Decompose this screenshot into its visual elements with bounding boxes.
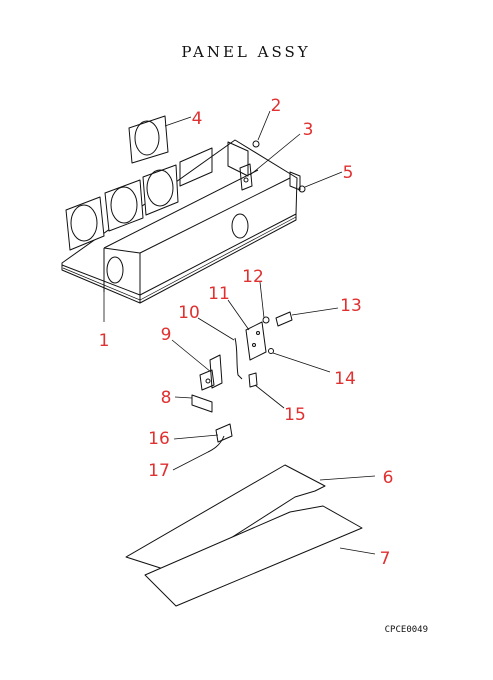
callout-numbers: 1 2 3 4 5 6 7 8 9 10 11 12 13 14 15 16 1… [99, 96, 394, 569]
panel-box-openings [65, 164, 179, 251]
diagram-title: PANEL ASSY [181, 43, 310, 61]
callout-6: 6 [383, 468, 394, 488]
mounting-plate-part [245, 321, 267, 361]
insulation-sheet-lower [144, 505, 363, 607]
screw-part [252, 140, 260, 148]
clamp-assembly-part [199, 354, 223, 391]
callout-12: 12 [242, 267, 264, 287]
cable-part [207, 435, 225, 453]
callout-16: 16 [148, 429, 170, 449]
nut-part [298, 185, 306, 193]
panel-box-part [61, 139, 301, 304]
callout-11: 11 [208, 284, 230, 304]
screw-small-part [248, 372, 258, 388]
drawing-code: CPCE0049 [385, 625, 428, 635]
callout-1: 1 [99, 331, 110, 351]
callout-14: 14 [334, 369, 356, 389]
callout-9: 9 [161, 325, 172, 345]
callout-8: 8 [161, 388, 172, 408]
leader-lines [103, 110, 376, 555]
sensor-part [275, 311, 293, 327]
callout-17: 17 [148, 461, 170, 481]
callout-4: 4 [192, 109, 203, 129]
bolt-part [262, 316, 270, 324]
callout-13: 13 [340, 296, 362, 316]
small-bracket-part [191, 394, 213, 413]
callout-3: 3 [303, 120, 314, 140]
callout-15: 15 [284, 405, 306, 425]
callout-5: 5 [343, 163, 354, 183]
callout-7: 7 [380, 549, 391, 569]
bracket-part [239, 163, 253, 191]
terminal-part [215, 423, 233, 443]
panel-plate-part [128, 115, 169, 164]
callout-2: 2 [271, 96, 282, 116]
callout-10: 10 [178, 303, 200, 323]
wire-harness-part [234, 337, 243, 380]
washer-part [268, 348, 274, 354]
